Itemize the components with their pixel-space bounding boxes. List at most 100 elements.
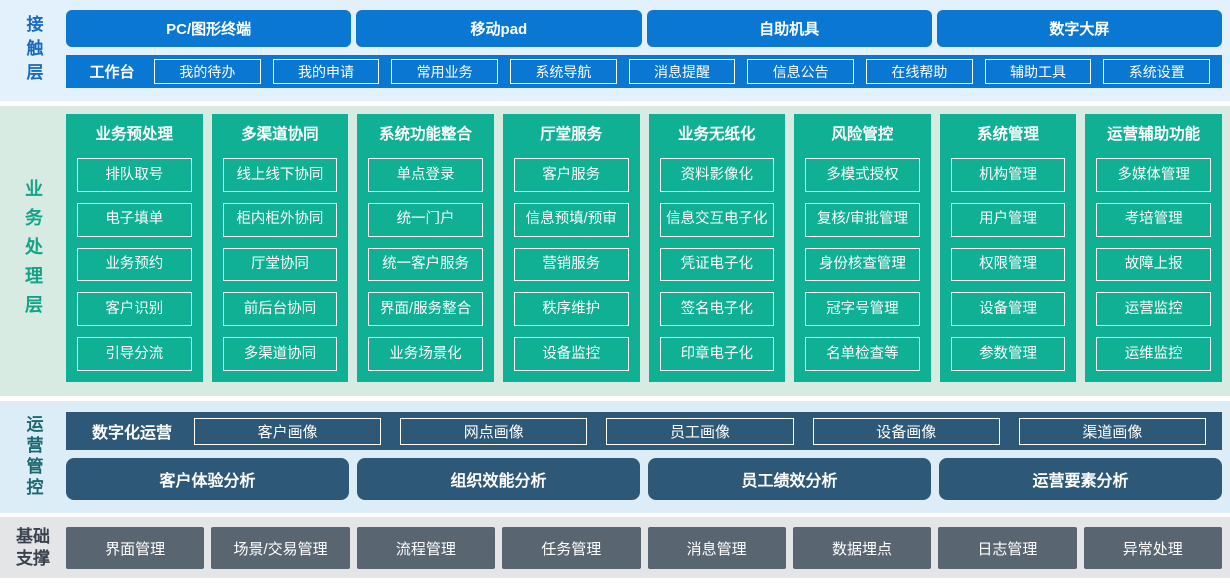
business-item: 参数管理 bbox=[950, 337, 1066, 371]
business-item: 界面/服务整合 bbox=[368, 292, 483, 327]
business-item: 资料影像化 bbox=[659, 158, 775, 192]
business-item: 权限管理 bbox=[950, 247, 1066, 282]
business-column: 运营辅助功能多媒体管理考培管理故障上报运营监控运维监控 bbox=[1085, 114, 1222, 382]
business-item: 线上线下协同 bbox=[222, 158, 338, 192]
contact-layer-label: 接触层 bbox=[23, 14, 43, 87]
foundation-item: 日志管理 bbox=[938, 527, 1077, 569]
business-item: 营销服务 bbox=[513, 247, 629, 282]
business-item: 客户服务 bbox=[513, 158, 629, 192]
foundation-layer-band: 基础支撑 界面管理场景/交易管理流程管理任务管理消息管理数据埋点日志管理异常处理 bbox=[0, 517, 1230, 578]
workbench-label: 工作台 bbox=[89, 64, 135, 81]
analysis-box: 组织效能分析 bbox=[357, 458, 640, 500]
business-item: 凭证电子化 bbox=[659, 247, 775, 282]
business-column-title: 系统管理 bbox=[977, 125, 1040, 143]
business-column: 风险管控多模式授权复核/审批管理身份核查管理冠字号管理名单检查等 bbox=[794, 114, 931, 382]
business-layer-label-col: 业务处理层 bbox=[0, 106, 66, 396]
profile-item: 员工画像 bbox=[606, 417, 794, 445]
business-item: 复核/审批管理 bbox=[805, 202, 920, 237]
business-column: 业务预处理排队取号电子填单业务预约客户识别引导分流 bbox=[66, 114, 203, 382]
workbench-item: 系统设置 bbox=[1103, 59, 1211, 84]
business-column: 多渠道协同线上线下协同柜内柜外协同厅堂协同前后台协同多渠道协同 bbox=[211, 114, 349, 382]
business-layer-label: 业务处理层 bbox=[23, 178, 43, 324]
business-item: 排队取号 bbox=[77, 158, 192, 192]
channel-box: 自助机具 bbox=[646, 10, 932, 47]
business-column-title: 业务无纸化 bbox=[678, 125, 756, 143]
profile-item: 客户画像 bbox=[194, 417, 382, 445]
workbench-item: 辅助工具 bbox=[984, 59, 1092, 84]
channel-box: PC/图形终端 bbox=[66, 10, 352, 47]
foundation-layer-main: 界面管理场景/交易管理流程管理任务管理消息管理数据埋点日志管理异常处理 bbox=[66, 517, 1230, 578]
business-item: 信息预填/预审 bbox=[513, 202, 629, 237]
business-column: 系统功能整合单点登录统一门户统一客户服务界面/服务整合业务场景化 bbox=[357, 114, 494, 382]
workbench-item: 我的申请 bbox=[272, 59, 380, 84]
business-column: 业务无纸化资料影像化信息交互电子化凭证电子化签名电子化印章电子化 bbox=[648, 114, 786, 382]
workbench-bar: 工作台 我的待办我的申请常用业务系统导航消息提醒信息公告在线帮助辅助工具系统设置 bbox=[66, 55, 1222, 88]
business-item: 统一客户服务 bbox=[368, 247, 483, 282]
business-item: 故障上报 bbox=[1096, 247, 1211, 282]
foundation-item: 消息管理 bbox=[647, 527, 786, 569]
business-item: 业务场景化 bbox=[368, 337, 483, 371]
business-column-title: 运营辅助功能 bbox=[1107, 125, 1201, 143]
channel-box: 数字大屏 bbox=[936, 10, 1222, 47]
business-column: 系统管理机构管理用户管理权限管理设备管理参数管理 bbox=[939, 114, 1077, 382]
business-item: 前后台协同 bbox=[222, 292, 338, 327]
operations-layer-label-col: 运营管控 bbox=[0, 401, 66, 513]
profile-item: 网点画像 bbox=[400, 417, 588, 445]
profile-item: 渠道画像 bbox=[1018, 417, 1207, 445]
business-item: 单点登录 bbox=[368, 158, 483, 192]
business-item: 身份核查管理 bbox=[805, 247, 920, 282]
business-column-title: 多渠道协同 bbox=[241, 125, 319, 143]
analysis-row: 客户体验分析组织效能分析员工绩效分析运营要素分析 bbox=[66, 458, 1222, 500]
business-item: 统一门户 bbox=[368, 202, 483, 237]
analysis-box: 运营要素分析 bbox=[939, 458, 1222, 500]
business-columns: 业务预处理排队取号电子填单业务预约客户识别引导分流多渠道协同线上线下协同柜内柜外… bbox=[66, 114, 1222, 382]
foundation-item: 数据埋点 bbox=[792, 527, 932, 569]
business-item: 考培管理 bbox=[1096, 202, 1211, 237]
business-item: 运营监控 bbox=[1096, 292, 1211, 327]
business-column-title: 业务预处理 bbox=[95, 125, 174, 143]
business-item: 用户管理 bbox=[950, 202, 1066, 237]
foundation-item: 流程管理 bbox=[356, 527, 496, 569]
business-item: 客户识别 bbox=[77, 292, 192, 327]
workbench-item: 系统导航 bbox=[510, 59, 617, 84]
foundation-layer-label-col: 基础支撑 bbox=[0, 517, 66, 578]
business-item: 电子填单 bbox=[77, 202, 192, 237]
digital-ops-bar: 数字化运营 客户画像网点画像员工画像设备画像渠道画像 bbox=[66, 412, 1222, 450]
business-item: 机构管理 bbox=[950, 158, 1066, 192]
contact-layer-label-col: 接触层 bbox=[0, 0, 66, 101]
operations-layer-band: 运营管控 数字化运营 客户画像网点画像员工画像设备画像渠道画像 客户体验分析组织… bbox=[0, 401, 1230, 513]
business-item: 柜内柜外协同 bbox=[222, 202, 338, 237]
business-item: 名单检查等 bbox=[805, 337, 920, 371]
business-column-title: 厅堂服务 bbox=[540, 125, 603, 143]
workbench-item: 常用业务 bbox=[391, 59, 499, 84]
business-item: 引导分流 bbox=[77, 337, 192, 371]
business-item: 运维监控 bbox=[1096, 337, 1211, 371]
foundation-row: 界面管理场景/交易管理流程管理任务管理消息管理数据埋点日志管理异常处理 bbox=[66, 527, 1222, 569]
business-item: 秩序维护 bbox=[513, 292, 629, 327]
business-item: 多渠道协同 bbox=[222, 337, 338, 371]
channel-box: 移动pad bbox=[356, 10, 642, 47]
business-item: 信息交互电子化 bbox=[659, 202, 775, 237]
workbench-item: 我的待办 bbox=[154, 59, 261, 84]
business-item: 厅堂协同 bbox=[222, 247, 338, 282]
business-column-title: 风险管控 bbox=[831, 125, 894, 143]
foundation-item: 任务管理 bbox=[502, 527, 641, 569]
workbench-items: 我的待办我的申请常用业务系统导航消息提醒信息公告在线帮助辅助工具系统设置 bbox=[154, 59, 1211, 84]
business-item: 业务预约 bbox=[77, 247, 192, 282]
operations-layer-main: 数字化运营 客户画像网点画像员工画像设备画像渠道画像 客户体验分析组织效能分析员… bbox=[66, 401, 1230, 513]
foundation-item: 界面管理 bbox=[66, 527, 205, 569]
business-item: 多媒体管理 bbox=[1096, 158, 1211, 192]
digital-ops-label: 数字化运营 bbox=[91, 425, 172, 442]
analysis-box: 客户体验分析 bbox=[66, 458, 349, 500]
foundation-item: 异常处理 bbox=[1083, 527, 1222, 569]
operations-layer-label: 运营管控 bbox=[23, 415, 43, 499]
analysis-box: 员工绩效分析 bbox=[648, 458, 931, 500]
business-column-title: 系统功能整合 bbox=[379, 125, 473, 143]
foundation-item: 场景/交易管理 bbox=[211, 527, 350, 569]
digital-ops-items: 客户画像网点画像员工画像设备画像渠道画像 bbox=[194, 417, 1207, 445]
business-item: 设备监控 bbox=[513, 337, 629, 371]
business-layer-band: 业务处理层 业务预处理排队取号电子填单业务预约客户识别引导分流多渠道协同线上线下… bbox=[0, 106, 1230, 396]
